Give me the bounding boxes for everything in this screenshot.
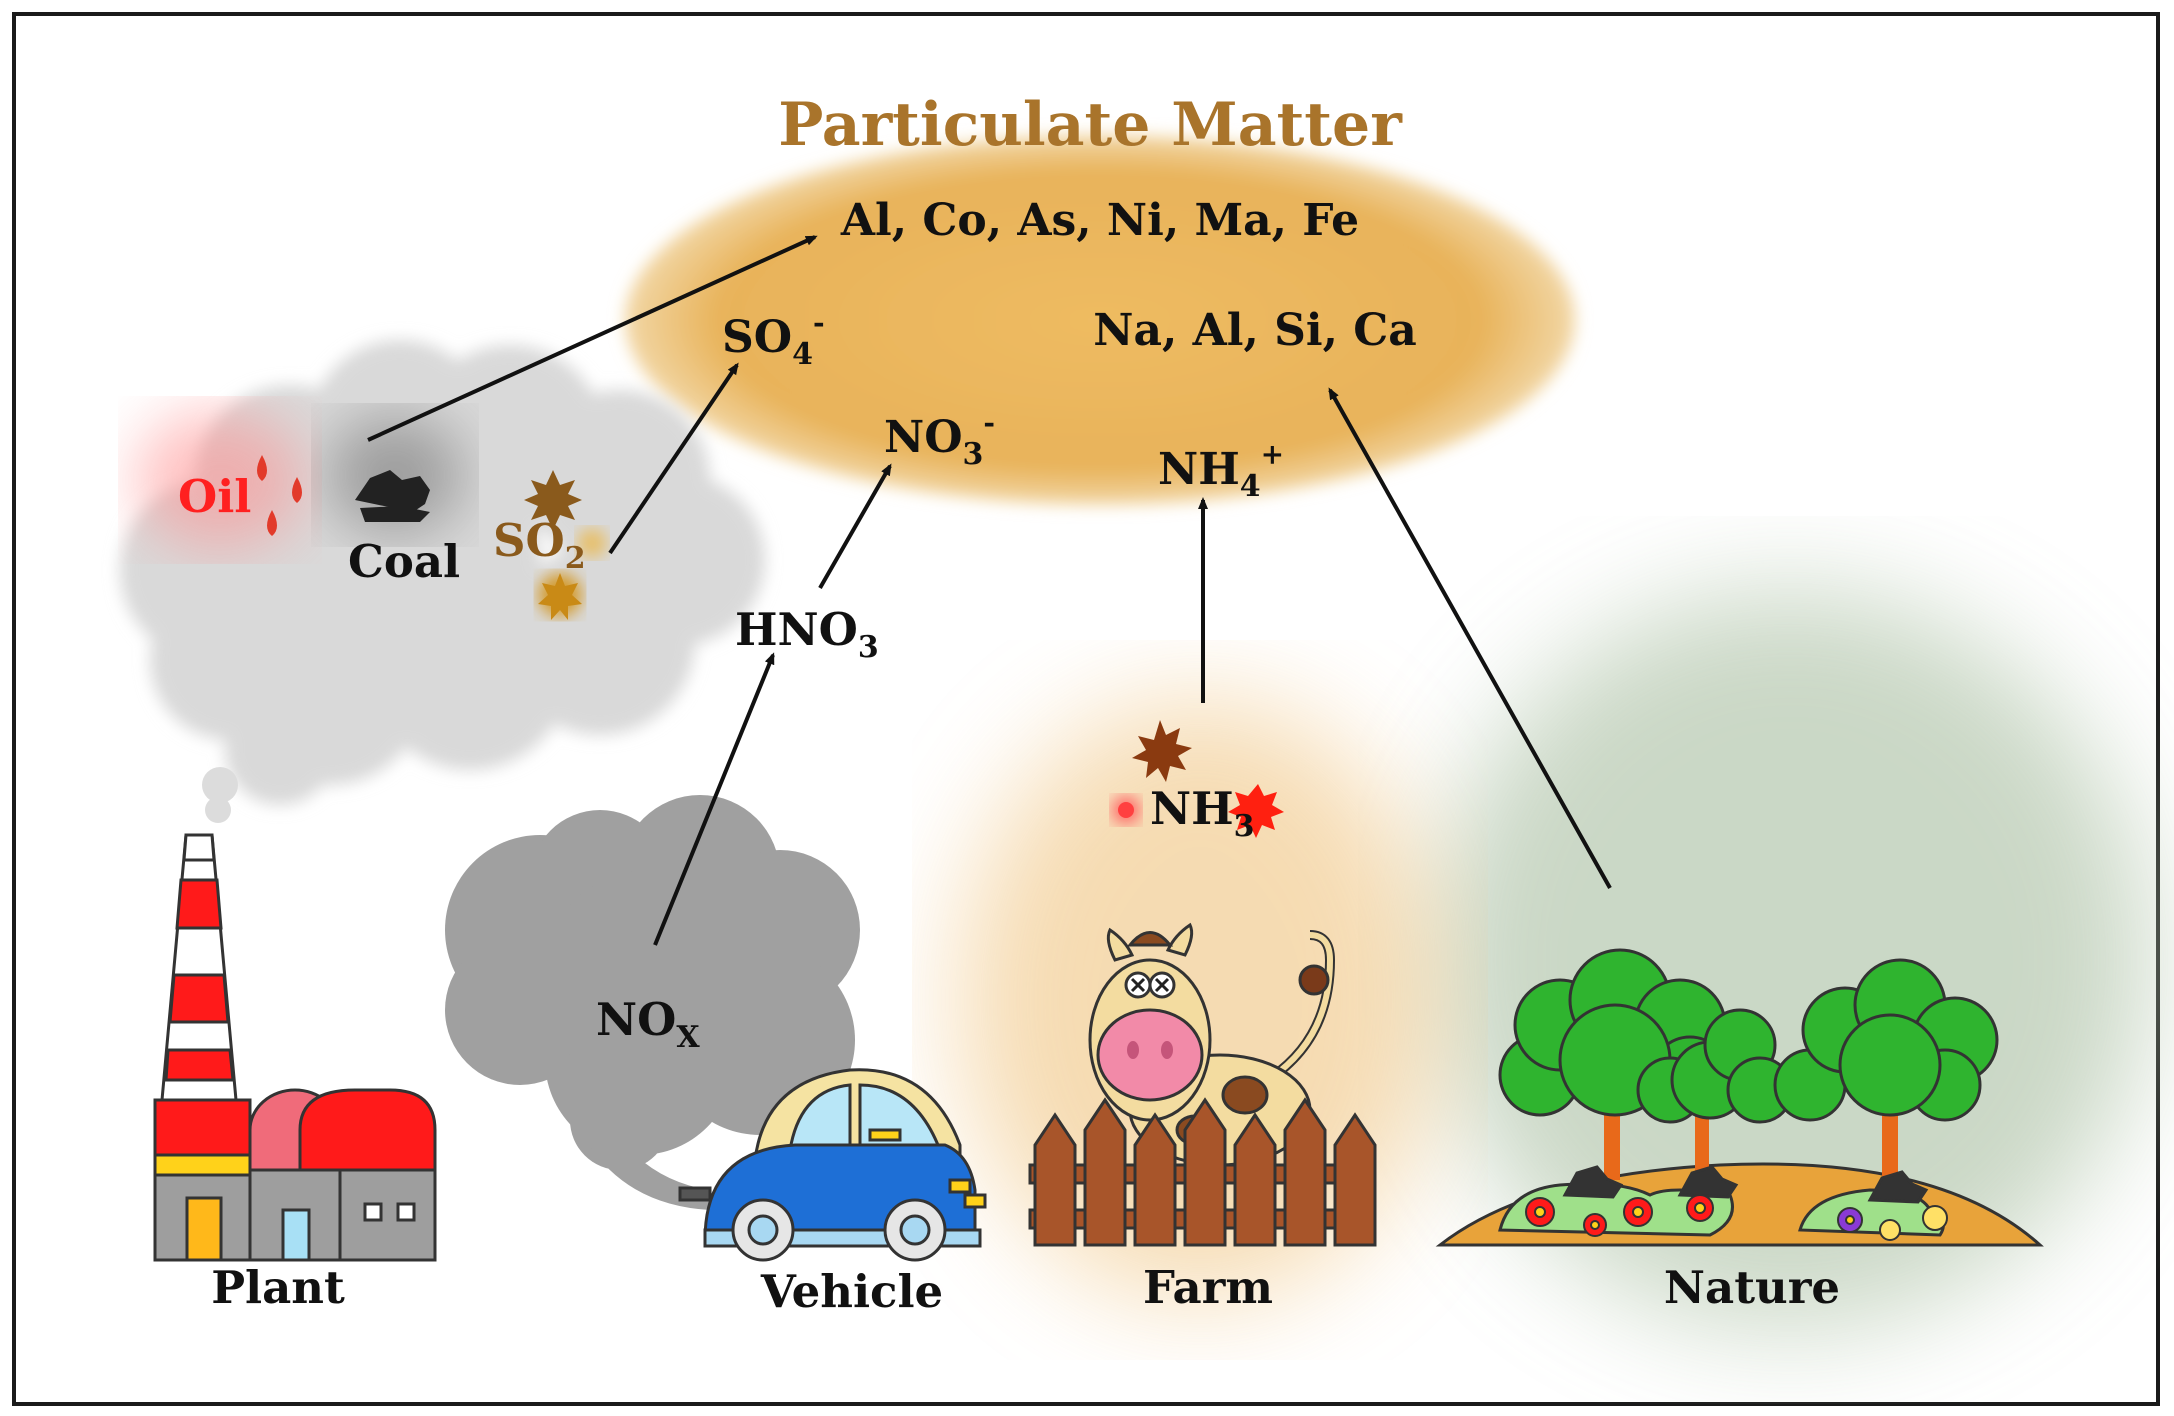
pm-nitrate-label: NO3- — [884, 406, 995, 472]
so2-particle-icon — [524, 470, 607, 620]
car-icon — [678, 1068, 987, 1262]
arrow-nox-to-hno3 — [653, 652, 775, 946]
so2-label: SO2 — [493, 514, 586, 576]
pm-crustal-label: Na, Al, Si, Ca — [1093, 305, 1417, 356]
diagram-title: Particulate Matter — [778, 90, 1403, 160]
oil-glow — [135, 410, 305, 550]
oil-droplet-icon — [257, 455, 302, 536]
oil-label: Oil — [178, 470, 251, 523]
arrow-so2-to-sulfate — [608, 362, 739, 555]
particulate-matter-cloud — [625, 135, 1575, 505]
arrow-nature-to-crustal — [1328, 387, 1612, 889]
source-label-nature: Nature — [1664, 1261, 1840, 1314]
nh3-label: NH3 — [1150, 782, 1255, 844]
pm-ammonium-label: NH4+ — [1158, 438, 1284, 504]
nh3-particles-icon — [1112, 720, 1284, 838]
pm-sulfate-label: SO4- — [722, 306, 825, 372]
vehicle-exhaust-cloud — [445, 795, 860, 1210]
flowers-icon — [1525, 1194, 1948, 1241]
hno3-label: HNO3 — [735, 603, 879, 665]
source-label-vehicle: Vehicle — [760, 1265, 943, 1318]
wooden-fence-icon — [1028, 1097, 1377, 1247]
pm-metals-label: Al, Co, As, Ni, Ma, Fe — [840, 195, 1359, 246]
coal-label: Coal — [348, 535, 460, 588]
nature-landscape-icon — [1435, 948, 2044, 1247]
power-plant-icon — [153, 833, 437, 1262]
flow-arrows — [367, 235, 1612, 946]
source-label-plant: Plant — [211, 1261, 345, 1314]
arrow-hno3-to-nitrate — [818, 463, 892, 589]
source-label-farm: Farm — [1143, 1261, 1273, 1314]
nox-label: NOX — [596, 993, 700, 1055]
arrow-coal-to-metals — [367, 235, 818, 442]
coal-icon — [355, 470, 430, 522]
